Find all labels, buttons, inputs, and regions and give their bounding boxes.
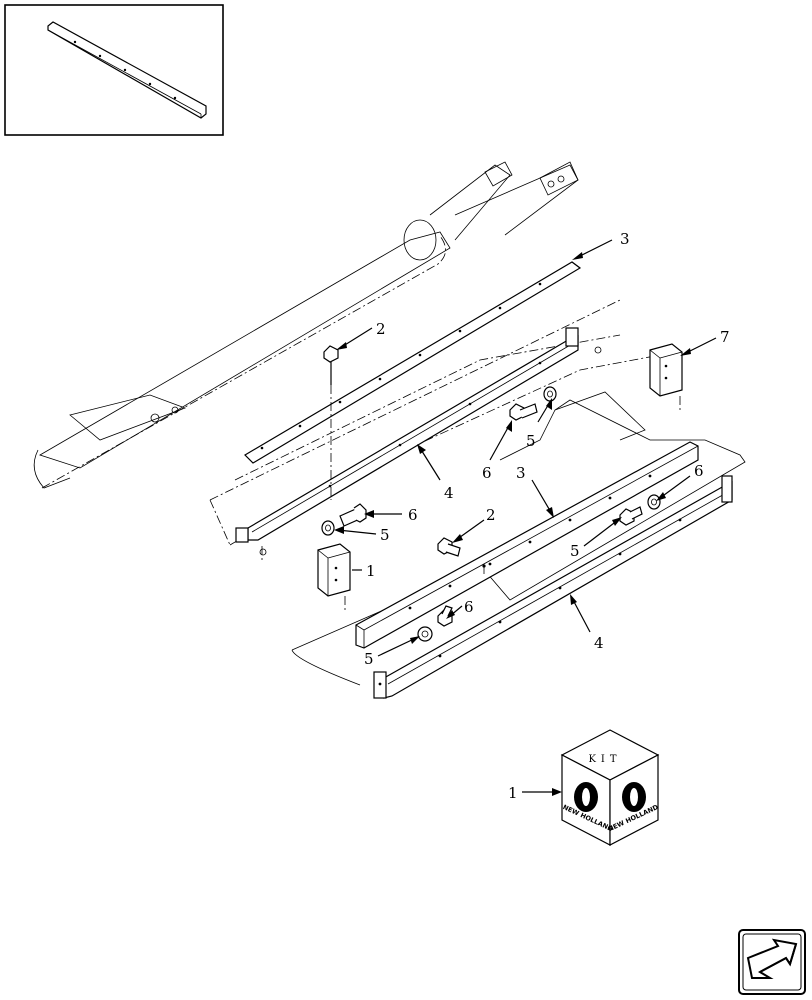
callout-6-upper-right: 6 xyxy=(482,464,492,482)
callout-3-lower: 3 xyxy=(516,464,526,482)
bolt-lower-2 xyxy=(437,537,461,557)
upper-angle-bar xyxy=(235,327,579,543)
bolt-upper-6-right xyxy=(509,403,538,421)
callout-5-lower-right: 5 xyxy=(570,542,580,560)
callout-4-upper: 4 xyxy=(444,484,454,502)
callout-6-upper-left: 6 xyxy=(408,506,418,524)
bracket-right xyxy=(594,343,683,412)
callout-5-upper-left: 5 xyxy=(380,526,390,544)
bracket-left xyxy=(259,543,351,612)
callout-2-upper: 2 xyxy=(376,320,386,338)
callout-1-bracket: 1 xyxy=(366,562,376,580)
bolt-lower-6-right xyxy=(619,506,643,526)
header-frame xyxy=(33,161,661,546)
washer-lower-5-left xyxy=(417,626,433,642)
callout-4-lower: 4 xyxy=(594,634,604,652)
callout-5-lower-left: 5 xyxy=(364,650,374,668)
thumbnail-inset xyxy=(4,4,224,136)
bolt-upper-6-left xyxy=(339,503,367,527)
washer-upper-5-right xyxy=(543,386,557,402)
washer-lower-6-far xyxy=(647,494,661,510)
bar-holes xyxy=(260,282,542,450)
callout-1-kit: 1 xyxy=(508,784,518,802)
bolt-lower-6-left xyxy=(437,605,453,627)
callout-2-lower: 2 xyxy=(486,506,496,524)
bar-thumbnail-icon xyxy=(47,21,207,119)
bolt-upper-2 xyxy=(323,345,339,500)
kit-box: KIT NEW HOLLAND NEW HOLLAND xyxy=(560,729,660,846)
callout-6-lower-left: 6 xyxy=(464,598,474,616)
kit-label: KIT xyxy=(588,754,621,765)
callout-7: 7 xyxy=(720,328,730,346)
callout-6-lower-right: 6 xyxy=(694,462,704,480)
leader-lines xyxy=(334,239,717,796)
upper-knife-bar xyxy=(244,261,582,464)
callout-3-upper: 3 xyxy=(620,230,630,248)
lower-angle-bar xyxy=(373,475,733,699)
callout-5-upper-right: 5 xyxy=(526,432,536,450)
navigation-arrow-icon[interactable] xyxy=(738,929,806,995)
washer-upper-5-left xyxy=(321,520,335,536)
lower-knife-bar xyxy=(355,441,699,649)
